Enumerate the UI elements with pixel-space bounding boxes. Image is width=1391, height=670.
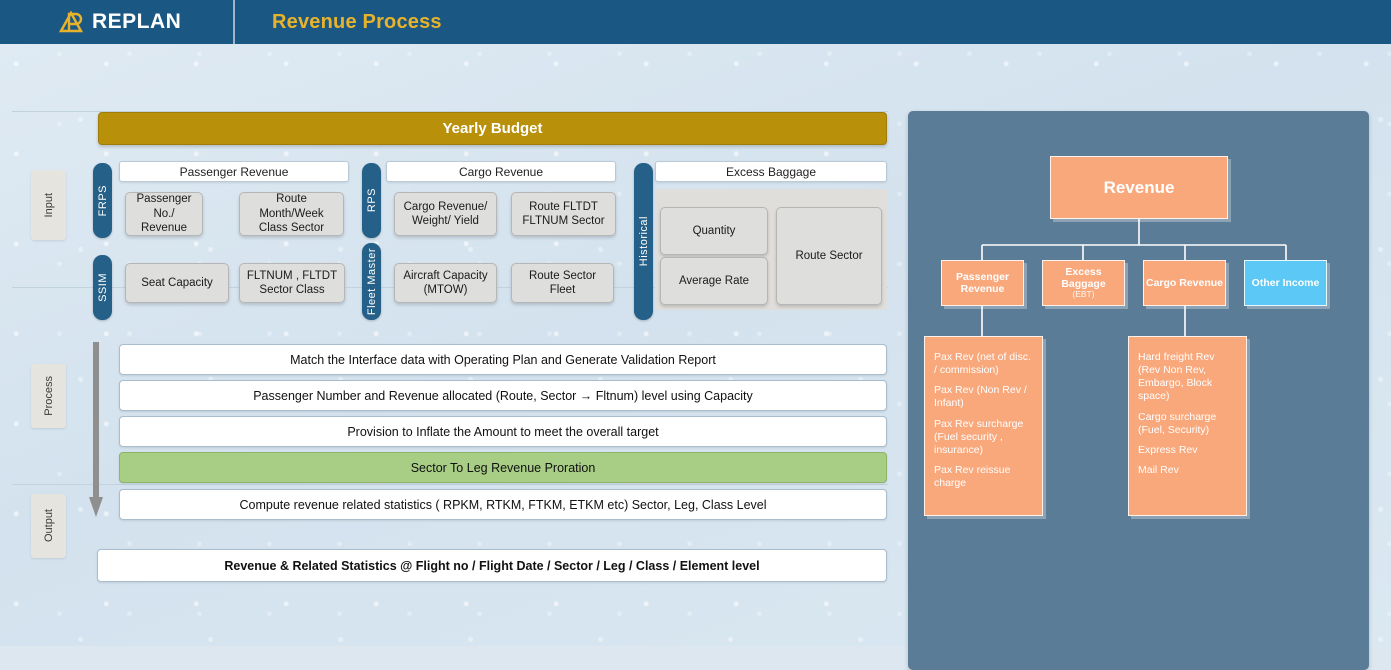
detail-item: Pax Rev (Non Rev / Infant)	[934, 384, 1027, 410]
group-header-excess-baggage: Excess Baggage	[655, 161, 887, 182]
stage-label-process-text: Process	[42, 376, 55, 416]
logo-text: REPLAN	[92, 10, 182, 33]
process-row: Compute revenue related statistics ( RPK…	[119, 489, 887, 520]
detail-item: Pax Rev reissue charge	[934, 463, 1011, 489]
stage-label-input-text: Input	[42, 192, 55, 218]
input-box-route-sector: Route Sector	[776, 207, 882, 305]
source-tab-ssim-label: SSIM	[96, 273, 109, 302]
tree-node-excess-baggage-label: Excess Baggage	[1061, 266, 1106, 291]
tree-node-excess-baggage-sub: (EBT)	[1072, 289, 1095, 300]
divider-process-output	[12, 484, 888, 485]
source-tab-historical-label: Historical	[637, 216, 650, 267]
tree-node-other-income: Other Income	[1244, 260, 1327, 306]
source-tab-fleet-master: Fleet Master	[362, 243, 381, 320]
source-tab-frps-label: FRPS	[96, 184, 109, 217]
stage-label-output: Output	[31, 494, 66, 558]
divider-top	[12, 111, 888, 112]
stage-label-input: Input	[31, 170, 66, 240]
detail-item: Mail Rev	[1138, 463, 1179, 476]
source-tab-rps-label: RPS	[365, 188, 378, 213]
source-tab-rps: RPS	[362, 163, 381, 238]
input-box-aircraft-capacity: Aircraft Capacity (MTOW)	[394, 263, 497, 303]
input-box-fltnum-fltdt: FLTNUM , FLTDT Sector Class	[239, 263, 345, 303]
page-title: Revenue Process	[272, 10, 442, 33]
diagram-canvas: Input Process Output Yearly Budget FRPS …	[0, 44, 1391, 670]
app-header: REPLAN Revenue Process	[0, 0, 1391, 44]
input-box-passenger-no-revenue: Passenger No./ Revenue	[125, 192, 203, 236]
detail-item: Hard freight Rev (Rev Non Rev, Embargo, …	[1138, 351, 1215, 403]
input-box-seat-capacity: Seat Capacity	[125, 263, 229, 303]
stage-label-output-text: Output	[42, 509, 55, 543]
process-row: Passenger Number and Revenue allocated (…	[119, 380, 887, 411]
tree-node-revenue: Revenue	[1050, 156, 1228, 219]
process-flow-arrow-icon	[89, 342, 103, 517]
detail-item: Pax Rev surcharge (Fuel security , insur…	[934, 417, 1024, 456]
tree-node-cargo-revenue: Cargo Revenue	[1143, 260, 1226, 306]
tree-connector-lines	[981, 219, 1287, 336]
group-header-cargo-revenue: Cargo Revenue	[386, 161, 616, 182]
tree-node-excess-baggage: Excess Baggage (EBT)	[1042, 260, 1125, 306]
input-box-average-rate: Average Rate	[660, 257, 768, 305]
logo-block: REPLAN	[0, 0, 235, 44]
source-tab-historical: Historical	[634, 163, 653, 320]
process-row-highlighted: Sector To Leg Revenue Proration	[119, 452, 887, 483]
tree-node-passenger-revenue: Passenger Revenue	[941, 260, 1024, 306]
input-box-route-month-week: Route Month/Week Class Sector	[239, 192, 344, 236]
process-row: Provision to Inflate the Amount to meet …	[119, 416, 887, 447]
source-tab-ssim: SSIM	[93, 255, 112, 320]
passenger-revenue-details: Pax Rev (net of disc. / commission) Pax …	[924, 336, 1043, 516]
input-box-cargo-revenue-weight: Cargo Revenue/ Weight/ Yield	[394, 192, 497, 236]
source-tab-frps: FRPS	[93, 163, 112, 238]
detail-item: Cargo surcharge (Fuel, Security)	[1138, 410, 1217, 436]
stage-label-process: Process	[31, 364, 66, 428]
replan-arrow-logo-icon	[58, 10, 84, 33]
input-box-route-fltdt-fltnum: Route FLTDT FLTNUM Sector	[511, 192, 616, 236]
output-row: Revenue & Related Statistics @ Flight no…	[97, 549, 887, 582]
input-box-quantity: Quantity	[660, 207, 768, 255]
input-box-route-sector-fleet: Route Sector Fleet	[511, 263, 614, 303]
detail-item: Pax Rev (net of disc. / commission)	[934, 351, 1031, 377]
detail-item: Express Rev	[1138, 443, 1198, 456]
cargo-revenue-details: Hard freight Rev (Rev Non Rev, Embargo, …	[1128, 336, 1247, 516]
group-header-passenger-revenue: Passenger Revenue	[119, 161, 349, 182]
yearly-budget-banner: Yearly Budget	[98, 112, 887, 145]
source-tab-fleet-master-label: Fleet Master	[365, 247, 378, 316]
revenue-tree-panel: Revenue Passenger Revenue Excess Baggage…	[908, 111, 1369, 670]
process-row: Match the Interface data with Operating …	[119, 344, 887, 375]
